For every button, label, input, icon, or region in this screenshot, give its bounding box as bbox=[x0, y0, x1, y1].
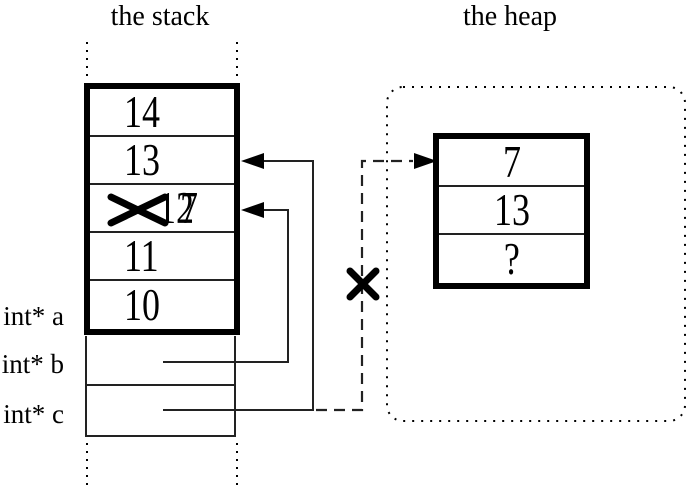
pointer-variable-rows bbox=[85, 336, 236, 437]
heap-cell-value: 7 bbox=[502, 135, 521, 188]
heap-cell-7: 7 bbox=[439, 135, 584, 188]
cross-out-x-icon-dangling-pointer bbox=[346, 267, 380, 301]
pointer-row-b bbox=[87, 336, 234, 386]
stack-cell-11: 11 bbox=[90, 229, 234, 282]
pointer-row-c bbox=[87, 386, 234, 436]
heap-title: the heap bbox=[462, 1, 558, 32]
label-int-ptr-b: int* b bbox=[1, 349, 64, 379]
stack-cell-new-value: 7 bbox=[180, 181, 198, 234]
stack-box: 14 13 12 7 11 10 bbox=[84, 83, 240, 335]
dangling-pointer-dashed-line bbox=[316, 153, 437, 412]
cross-stroke bbox=[346, 267, 380, 301]
dashed-pointer-line bbox=[316, 159, 413, 412]
arrowhead-icon bbox=[241, 202, 264, 218]
stack-cell-12-crossed: 12 7 bbox=[90, 181, 234, 234]
heap-cell-unknown: ? bbox=[439, 235, 584, 283]
stack-cell-value: 14 bbox=[124, 85, 160, 138]
stack-cell-value: 11 bbox=[124, 229, 159, 282]
cross-stroke bbox=[346, 267, 380, 301]
stack-cell-14: 14 bbox=[90, 85, 234, 138]
heap-cell-value: ? bbox=[503, 232, 520, 285]
label-int-ptr-a: int* a bbox=[3, 301, 64, 331]
heap-box: 7 13 ? bbox=[433, 133, 590, 289]
heap-cell-value: 13 bbox=[493, 183, 530, 236]
heap-cell-13: 13 bbox=[439, 183, 584, 236]
stack-cell-13: 13 bbox=[90, 133, 234, 186]
arrowhead-icon bbox=[241, 153, 264, 169]
label-int-ptr-c: int* c bbox=[3, 399, 64, 429]
stack-cell-value: 13 bbox=[124, 133, 160, 186]
stack-cell-value: 10 bbox=[124, 278, 160, 331]
stack-cell-10: 10 bbox=[90, 281, 234, 329]
stack-title: the stack bbox=[110, 1, 210, 32]
